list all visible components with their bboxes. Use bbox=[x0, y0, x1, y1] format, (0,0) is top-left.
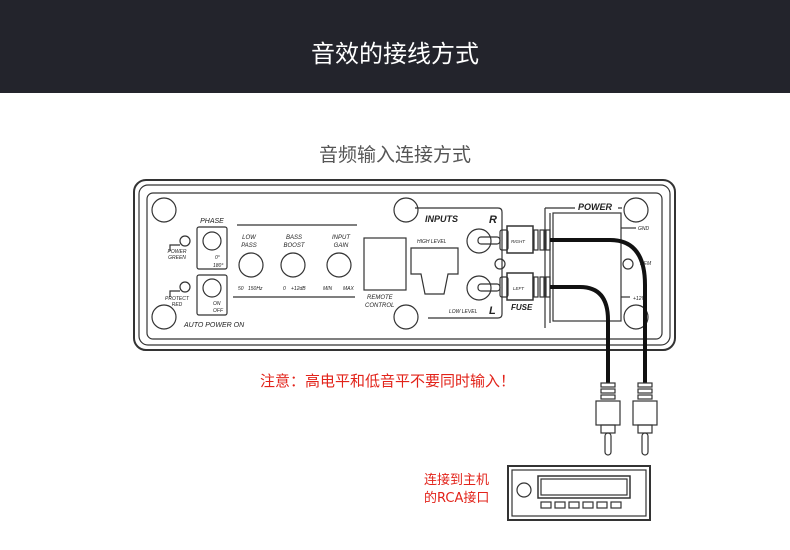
power-led-color: GREEN bbox=[168, 255, 186, 261]
auto-power-switch[interactable] bbox=[202, 278, 222, 298]
head-unit-label-line1: 连接到主机 bbox=[424, 473, 490, 488]
remote-control-port bbox=[363, 237, 407, 291]
bass-boost-knob[interactable] bbox=[280, 252, 306, 278]
page-title: 音效的接线方式 bbox=[311, 40, 479, 68]
high-level-label: HIGH LEVEL bbox=[417, 239, 447, 245]
low-pass-min: 50 bbox=[238, 286, 244, 292]
rca-plug-left bbox=[477, 272, 551, 301]
high-level-connector bbox=[410, 247, 459, 295]
fuse-label: FUSE bbox=[511, 303, 533, 312]
low-level-label: LOW LEVEL bbox=[449, 309, 478, 315]
rca-plug-cable-end-right bbox=[632, 382, 658, 456]
power-label: POWER bbox=[578, 202, 613, 212]
left-rca-cable bbox=[550, 285, 610, 383]
gnd-label: GND bbox=[638, 226, 650, 232]
on-label: ON bbox=[213, 301, 221, 307]
low-pass-knob[interactable] bbox=[238, 252, 264, 278]
bass-boost-min: 0 bbox=[283, 286, 286, 292]
input-gain-knob[interactable] bbox=[326, 252, 352, 278]
right-rca-cable bbox=[550, 238, 647, 383]
plus12v-label: +12V bbox=[633, 296, 645, 302]
warning-note: 注意：高电平和低音平不要同时输入！ bbox=[260, 372, 516, 390]
section-subtitle: 音频输入连接方式 bbox=[318, 144, 471, 166]
phase-180-label: 180° bbox=[213, 263, 223, 269]
power-led-label: POWER bbox=[168, 249, 187, 255]
rca-plug-right bbox=[477, 225, 551, 254]
header-bar: 音效的接线方式 bbox=[0, 0, 790, 93]
low-pass-label-2: PASS bbox=[241, 243, 257, 249]
remote-label: REMOTE bbox=[367, 295, 394, 301]
right-channel-letter: R bbox=[489, 214, 497, 226]
right-label: RIGHT bbox=[511, 239, 526, 244]
phase-0-label: 0° bbox=[215, 255, 220, 261]
input-gain-label: INPUT bbox=[332, 235, 351, 241]
phase-switch[interactable] bbox=[202, 231, 222, 251]
head-unit-label-line2: 的RCA接口 bbox=[424, 491, 490, 506]
bass-boost-label: BASS bbox=[286, 235, 302, 241]
rem-label: REM bbox=[640, 261, 652, 267]
amplifier-panel bbox=[133, 179, 676, 351]
input-gain-label-2: GAIN bbox=[334, 243, 349, 249]
input-gain-min: MIN bbox=[323, 286, 333, 292]
head-unit bbox=[507, 465, 651, 521]
phase-label: PHASE bbox=[200, 218, 224, 225]
off-label: OFF bbox=[213, 308, 224, 314]
left-channel-letter: L bbox=[489, 305, 496, 317]
bass-boost-label-2: BOOST bbox=[283, 243, 305, 249]
head-unit-label: 连接到主机 的RCA接口 bbox=[424, 472, 489, 508]
auto-power-on-label: AUTO POWER ON bbox=[183, 322, 245, 329]
protect-led-color: RED bbox=[172, 302, 183, 308]
low-pass-max: 150Hz bbox=[248, 286, 263, 292]
protect-led-label: PROTECT bbox=[165, 296, 190, 302]
low-pass-label: LOW bbox=[242, 235, 257, 241]
remote-label-2: CONTROL bbox=[365, 303, 394, 309]
inputs-label: INPUTS bbox=[425, 214, 458, 224]
bass-boost-max: +12dB bbox=[291, 286, 306, 292]
rca-plug-cable-end-left bbox=[595, 382, 621, 456]
left-label: LEFT bbox=[513, 286, 525, 291]
input-gain-max: MAX bbox=[343, 286, 355, 292]
